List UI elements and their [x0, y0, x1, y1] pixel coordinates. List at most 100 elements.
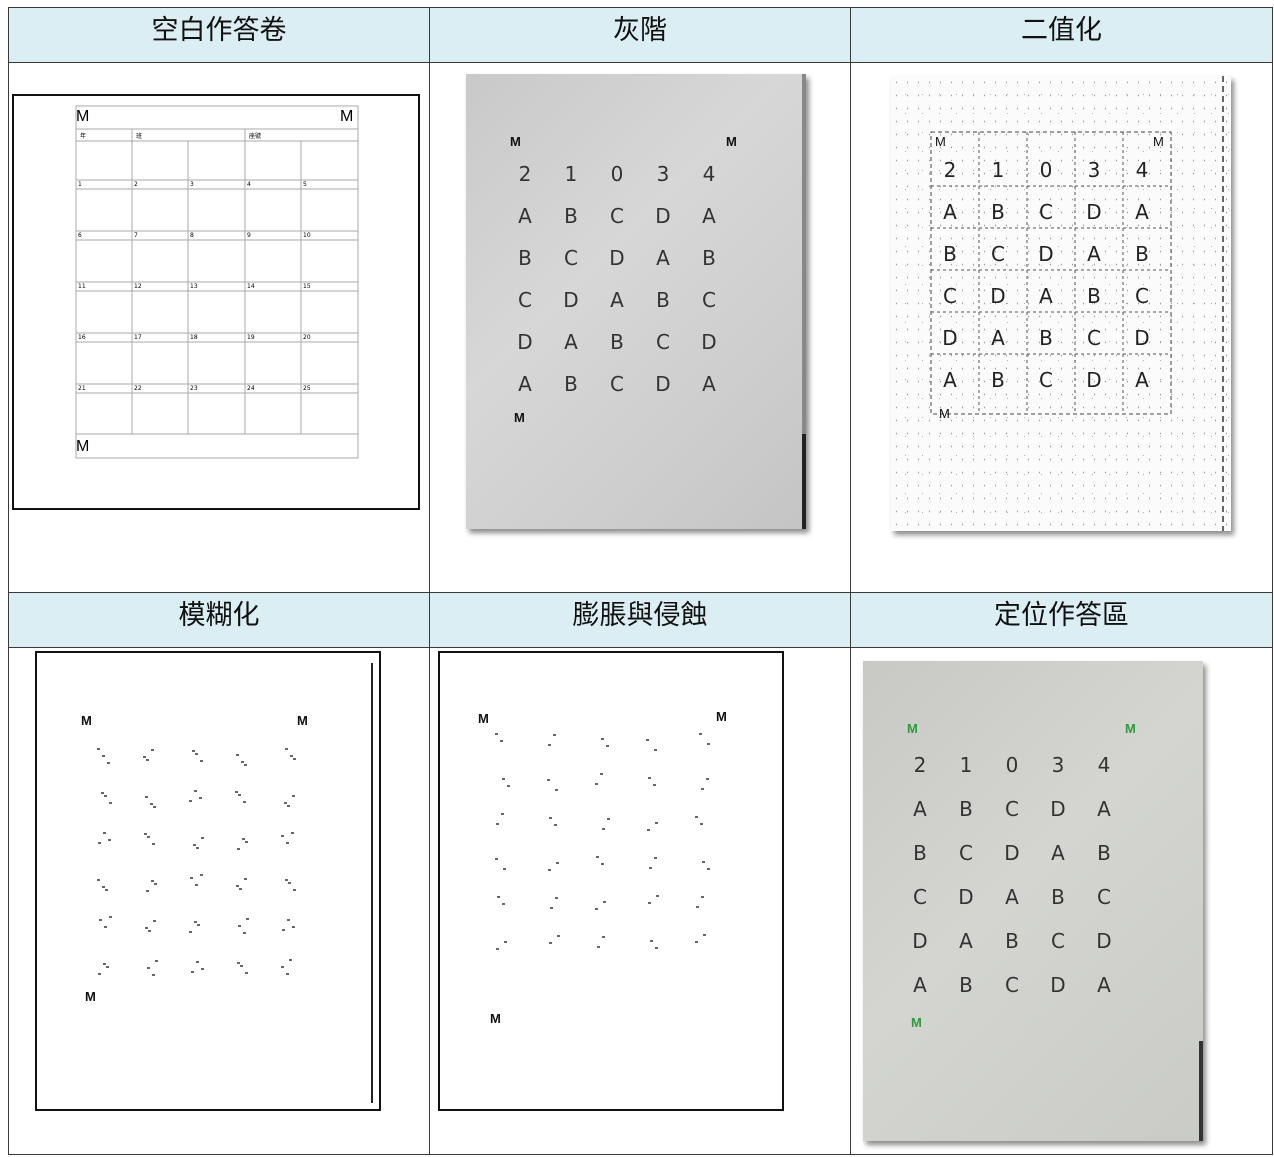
bin-marker-tl: M — [935, 134, 946, 149]
noise-dot — [650, 940, 653, 942]
bin-marker-tr: M — [1153, 134, 1164, 149]
noise-dot — [199, 797, 202, 799]
question-number: 9 — [247, 232, 251, 239]
handwritten-answer: B — [564, 372, 578, 396]
header-blank-sheet: 空白作答卷 — [8, 7, 430, 63]
question-number: 16 — [78, 334, 86, 341]
handwritten-answer: 0 — [1005, 753, 1019, 777]
noise-dot — [146, 890, 149, 892]
noise-dot — [556, 862, 559, 864]
noise-dot — [495, 858, 498, 860]
noise-dot — [285, 879, 288, 881]
noise-dot — [547, 779, 550, 781]
handwritten-answer: 4 — [1097, 753, 1111, 777]
noise-dot — [145, 796, 148, 798]
question-number: 13 — [190, 283, 198, 290]
noise-dot — [286, 842, 289, 844]
noise-dot — [290, 755, 293, 757]
handwritten-answer: A — [913, 973, 927, 997]
header-seat: 座號 — [249, 133, 262, 140]
handwritten-answer: A — [991, 326, 1005, 350]
handwritten-answer: A — [913, 797, 927, 821]
handwritten-answer: A — [564, 330, 578, 354]
noise-dot — [696, 906, 699, 908]
noise-dot — [600, 773, 603, 775]
handwritten-answer: C — [1005, 797, 1019, 821]
handwritten-answer: A — [1005, 885, 1019, 909]
noise-dot — [293, 758, 296, 760]
handwritten-answer: A — [656, 246, 670, 270]
handwritten-answer: D — [942, 326, 958, 350]
question-number: 21 — [78, 385, 86, 392]
noise-dot — [239, 888, 242, 890]
noise-dot — [281, 966, 284, 968]
noise-dot — [595, 908, 598, 910]
noise-dot — [201, 968, 204, 970]
handwritten-answer: 4 — [702, 162, 716, 186]
header-class: 班 — [136, 133, 143, 140]
handwritten-answer: C — [959, 841, 973, 865]
handwritten-answer: 2 — [518, 162, 532, 186]
noise-dot — [602, 936, 605, 938]
question-number: 17 — [134, 334, 142, 341]
handwritten-answer: A — [943, 368, 957, 392]
noise-dot — [285, 748, 288, 750]
handwritten-answer: D — [1086, 368, 1102, 392]
marker-top-left: M — [76, 108, 90, 125]
noise-dot — [292, 795, 295, 797]
handwritten-answer: C — [1087, 326, 1101, 350]
cell-blur: M M M — [8, 647, 430, 1155]
handwritten-answer: 4 — [1135, 158, 1149, 182]
noise-dot — [496, 823, 499, 825]
noise-dot — [701, 896, 704, 898]
noise-dot — [550, 907, 553, 909]
cell-dilate-erode: M M M — [429, 647, 851, 1155]
noise-dot — [548, 744, 551, 746]
noise-dot — [282, 929, 285, 931]
handwritten-answer: A — [518, 204, 532, 228]
noise-dot — [595, 783, 598, 785]
noise-dot — [695, 816, 698, 818]
handwritten-answer: 0 — [1039, 158, 1053, 182]
noise-dot — [244, 764, 247, 766]
gray-marker-tl: M — [510, 134, 521, 149]
noise-dot — [557, 935, 560, 937]
noise-dot — [151, 749, 154, 751]
dil-marker-bl: M — [490, 1011, 501, 1026]
noise-dot — [555, 789, 558, 791]
handwritten-answer: C — [943, 284, 957, 308]
noise-dot — [601, 738, 604, 740]
handwritten-answer: A — [1135, 200, 1149, 224]
noise-dot — [200, 874, 203, 876]
noise-dot — [702, 861, 705, 863]
noise-dot — [153, 920, 156, 922]
handwritten-answer: B — [564, 204, 578, 228]
handwritten-answer: B — [518, 246, 532, 270]
handwritten-answer: C — [1039, 200, 1053, 224]
noise-dot — [97, 748, 100, 750]
handwritten-answer: D — [1050, 973, 1066, 997]
noise-dot — [503, 868, 506, 870]
noise-dot — [98, 842, 101, 844]
handwritten-answer: C — [1097, 885, 1111, 909]
noise-dot — [655, 947, 658, 949]
marker-bottom-left: M — [76, 438, 90, 455]
handwritten-answer: C — [1051, 929, 1065, 953]
noise-dot — [607, 818, 610, 820]
noise-dot — [235, 791, 238, 793]
noise-dot — [154, 883, 157, 885]
noise-dot — [104, 926, 107, 928]
blur-image: M M M — [35, 651, 381, 1111]
noise-dot — [98, 973, 101, 975]
handwritten-answer: D — [1050, 797, 1066, 821]
noise-dot — [653, 784, 656, 786]
question-number: 19 — [247, 334, 255, 341]
question-number: 6 — [78, 232, 82, 239]
handwritten-answer: A — [943, 200, 957, 224]
handwritten-answer: 2 — [943, 158, 957, 182]
noise-dot — [189, 800, 192, 802]
blur-marker-tl: M — [81, 713, 92, 728]
noise-dot — [189, 931, 192, 933]
noise-dot — [549, 942, 552, 944]
